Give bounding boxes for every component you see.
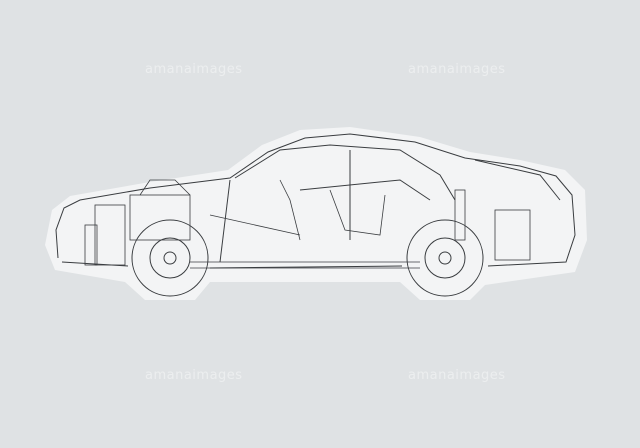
engine-assembly <box>84 179 191 266</box>
white-halo <box>45 127 587 300</box>
front-wheel <box>131 219 209 297</box>
rear-wheel <box>406 219 484 297</box>
watermark: amanaimages <box>408 368 506 383</box>
watermark: amanaimages <box>408 62 506 77</box>
watermark: amanaimages <box>145 62 243 77</box>
car-body-outline <box>55 133 576 269</box>
watermark: amanaimages <box>145 368 243 383</box>
drivetrain-and-interior <box>190 179 531 269</box>
